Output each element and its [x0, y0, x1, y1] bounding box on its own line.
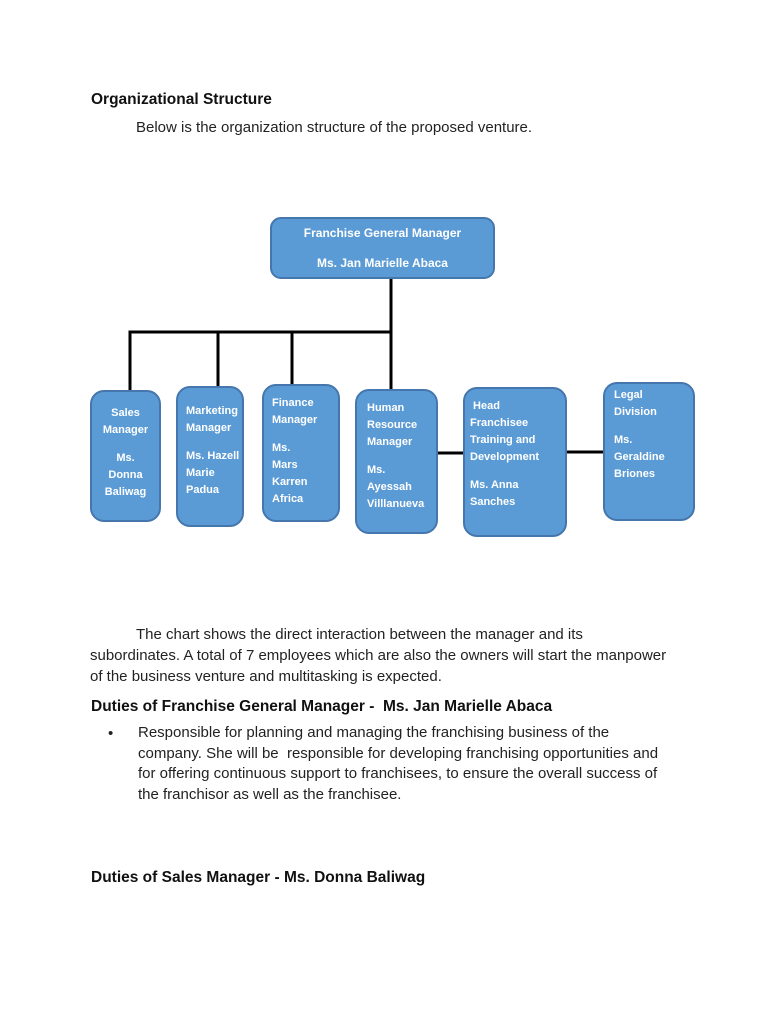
intro-sentence: Below is the organization structure of t… — [136, 119, 533, 136]
gm-bullet-item: • Responsible for planning and managing … — [108, 723, 688, 805]
gm-bullet-text: Responsible for planning and managing th… — [138, 724, 659, 803]
duties-sales-heading: Duties of Sales Manager - Ms. Donna Bali… — [91, 869, 426, 886]
section-heading: Organizational Structure — [91, 91, 272, 108]
body-paragraph: The chart shows the direct interaction b… — [90, 626, 667, 685]
duties-gm-heading: Duties of Franchise General Manager - Ms… — [91, 698, 553, 715]
bullet-marker: • — [108, 725, 114, 742]
